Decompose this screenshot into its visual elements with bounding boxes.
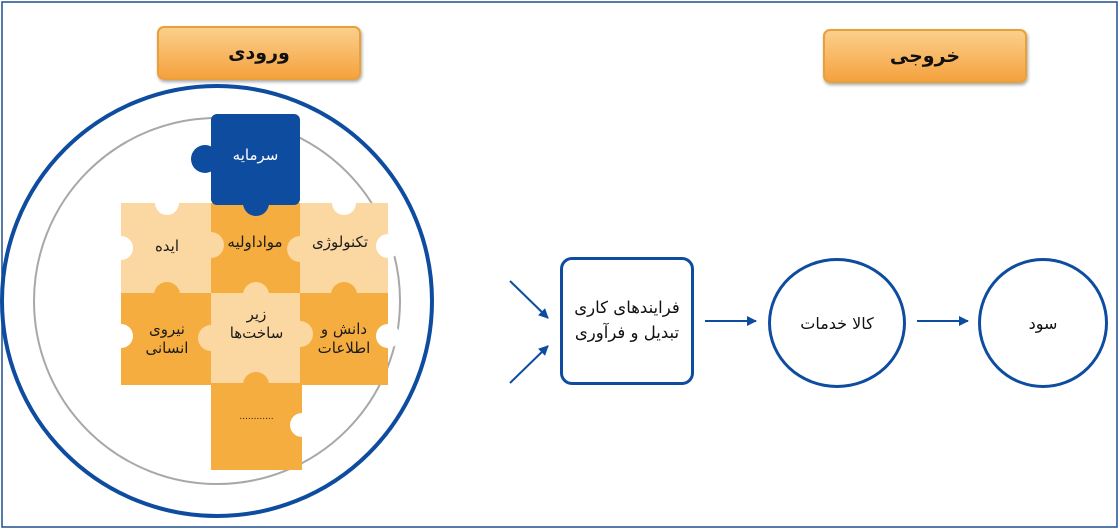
puzzle-piece-idea [121,203,213,295]
infrastructure-line2: ساخت‌ها [229,323,284,342]
puzzle-piece-raw-materials [211,203,302,295]
process-box: فرایندهای کاری تبدیل و فرآوری [560,257,694,385]
idea-label: ایده [154,237,180,255]
goods-services-circle: کالا خدمات [768,258,906,388]
puzzle-piece-capital [211,114,300,205]
capital-label: سرمایه [232,146,279,164]
human-resources-label: نیروی انسانی [121,320,213,358]
goods-services-label: کالا خدمات [800,313,874,333]
process-line1: فرایندهای کاری [574,298,680,318]
infrastructure-line1: زیر [246,305,267,323]
puzzle-piece-human-resources [121,293,213,385]
infrastructure-label: زیر ساخت‌ها [211,305,302,343]
input-arrow-lower [509,345,549,384]
puzzle [109,114,400,470]
puzzle-piece-knowledge [300,293,388,385]
puzzle-piece-technology [300,203,388,295]
raw-materials-label: مواداولیه [227,233,283,251]
knowledge-label: دانش و اطلاعات [300,320,388,358]
process-line2: تبدیل و فرآوری [574,323,680,342]
technology-label: تکنولوژی [311,233,369,251]
profit-label: سود [1028,313,1058,333]
input-header: ورودی [157,26,361,80]
human-resources-line2: انسانی [145,338,189,357]
puzzle-piece-infrastructure [211,293,302,385]
knowledge-line2: اطلاعات [317,338,371,357]
profit-circle: سود [978,258,1108,388]
input-arrow-upper [509,280,549,319]
knowledge-line1: دانش و [320,320,368,338]
human-resources-line1: نیروی [149,320,185,338]
output-header: خروجی [823,29,1027,83]
more-label: ............ [239,412,274,422]
